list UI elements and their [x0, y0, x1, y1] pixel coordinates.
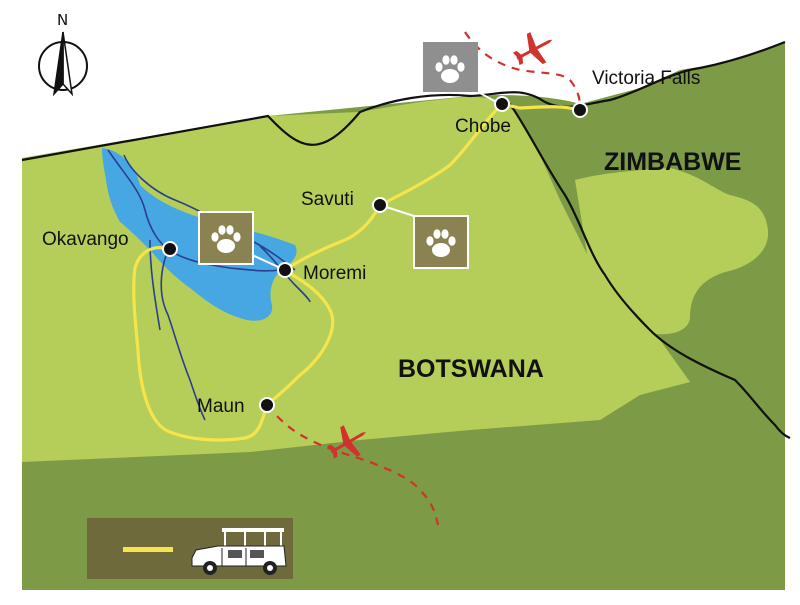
- label-okavango: Okavango: [42, 229, 129, 250]
- dot-victoria-falls: [572, 102, 588, 118]
- dot-okavango: [162, 241, 178, 257]
- dot-maun: [259, 397, 275, 413]
- compass: N: [38, 11, 88, 97]
- paw-print-icon: [211, 225, 241, 253]
- dot-savuti: [372, 197, 388, 213]
- label-maun: Maun: [197, 396, 245, 417]
- country-label-botswana: BOTSWANA: [398, 355, 544, 383]
- wildlife-marker-okavango[interactable]: [198, 211, 286, 271]
- dot-moremi: [277, 262, 293, 278]
- airplane-icon: [327, 425, 367, 459]
- paw-print-icon: [435, 55, 465, 83]
- country-label-zimbabwe: ZIMBABWE: [604, 148, 741, 176]
- dot-chobe: [494, 96, 510, 112]
- compass-label: N: [57, 11, 68, 29]
- flight-paths: [266, 31, 582, 526]
- airplane-icon: [512, 32, 553, 66]
- rivers: [107, 149, 311, 421]
- safari-vehicle-icon: [191, 528, 287, 575]
- place-dots: [162, 96, 588, 413]
- label-victoria-falls: Victoria Falls: [592, 68, 700, 89]
- label-moremi: Moremi: [303, 263, 366, 284]
- wildlife-marker-chobe[interactable]: [423, 42, 501, 105]
- safari-route: [132, 102, 581, 442]
- label-savuti: Savuti: [301, 189, 354, 210]
- paw-print-icon: [426, 229, 456, 257]
- legend: [87, 518, 293, 579]
- north-arrow-icon: [38, 31, 88, 97]
- land-botswana: [22, 96, 690, 462]
- label-chobe: Chobe: [455, 116, 511, 137]
- land-zimbabwe-patch: [575, 168, 769, 335]
- legend-route-swatch: [123, 547, 173, 552]
- borders: [21, 40, 791, 440]
